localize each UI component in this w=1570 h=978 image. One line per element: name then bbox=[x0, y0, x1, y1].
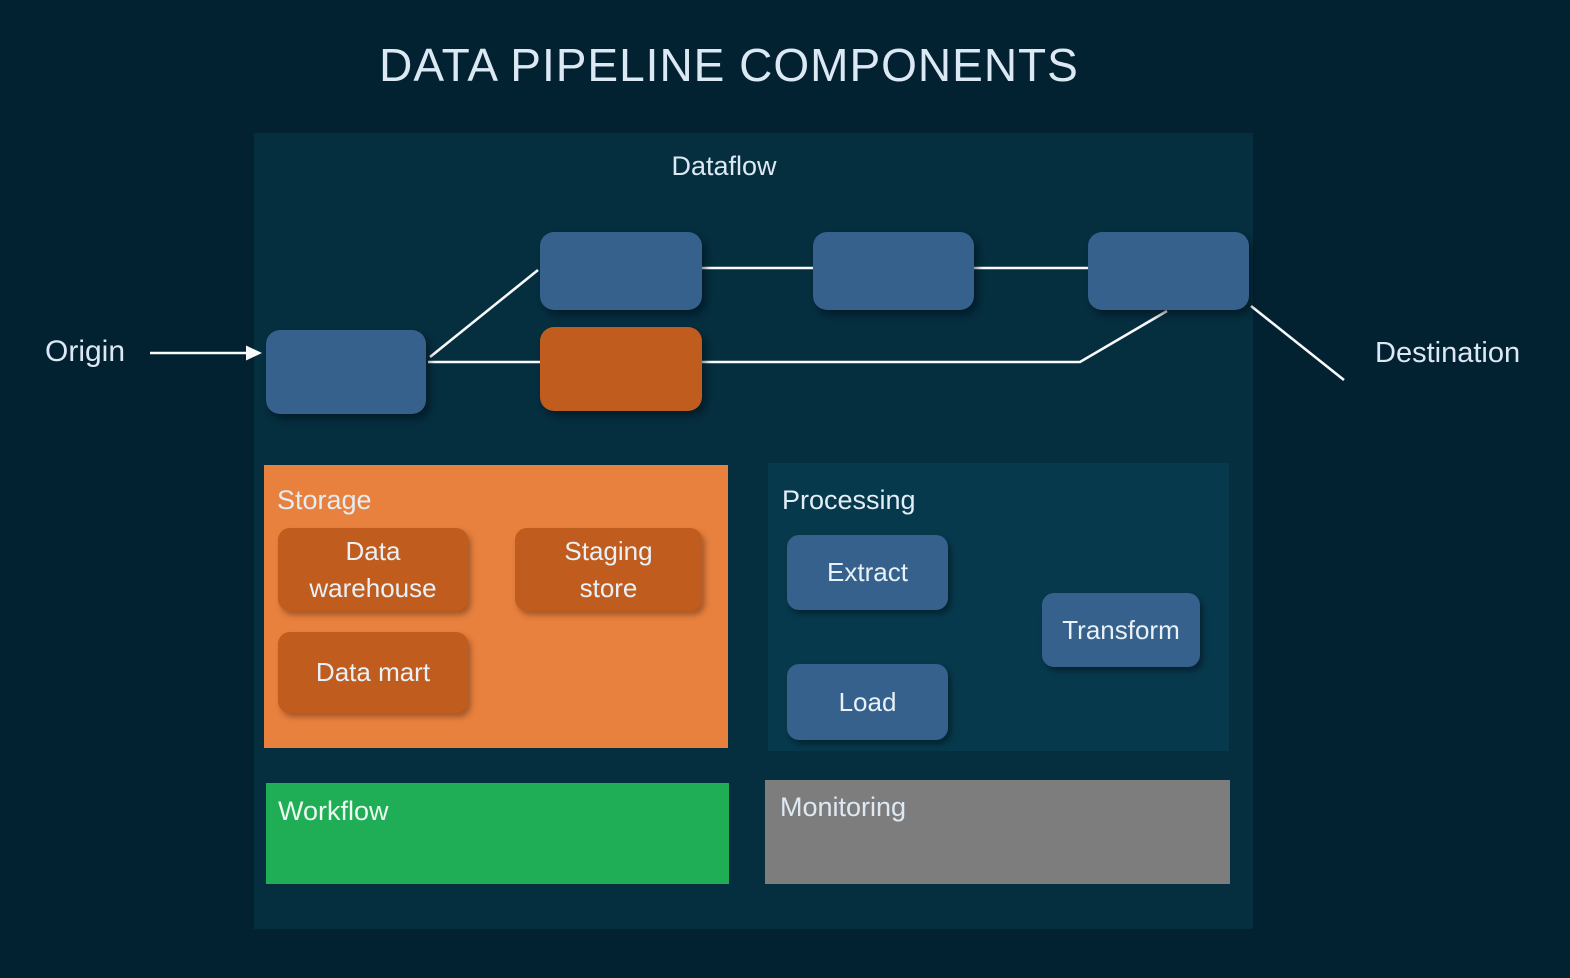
processing-group-title: Processing bbox=[782, 485, 916, 515]
destination-label: Destination bbox=[1375, 337, 1521, 369]
page-title: DATA PIPELINE COMPONENTS bbox=[379, 39, 1079, 91]
data-warehouse-node[interactable]: Data warehouse bbox=[278, 528, 468, 611]
data-warehouse-label: Data warehouse bbox=[309, 536, 437, 603]
flow-node-staging[interactable] bbox=[540, 327, 702, 411]
flow-node-2[interactable] bbox=[813, 232, 974, 310]
workflow-group[interactable]: Workflow bbox=[266, 783, 729, 884]
staging-store-node[interactable]: Staging store bbox=[515, 528, 702, 611]
extract-node[interactable]: Extract bbox=[787, 535, 948, 610]
transform-label: Transform bbox=[1062, 614, 1180, 645]
processing-group[interactable]: Processing Extract Transform Load bbox=[768, 463, 1229, 751]
load-label: Load bbox=[838, 686, 897, 717]
workflow-group-title: Workflow bbox=[278, 796, 389, 826]
monitoring-group-title: Monitoring bbox=[780, 792, 907, 822]
origin-label: Origin bbox=[45, 335, 126, 368]
storage-group-title: Storage bbox=[277, 485, 372, 515]
staging-store-label: Staging store bbox=[564, 536, 653, 603]
data-mart-label: Data mart bbox=[315, 657, 431, 688]
load-node[interactable]: Load bbox=[787, 664, 948, 740]
monitoring-group[interactable]: Monitoring bbox=[765, 780, 1230, 884]
connector-flow3-to-destination bbox=[1250, 304, 1345, 382]
storage-group[interactable]: Storage Data warehouse Staging store Dat… bbox=[264, 465, 728, 748]
extract-label: Extract bbox=[827, 557, 908, 588]
dataflow-panel-title: Dataflow bbox=[671, 151, 777, 181]
data-mart-node[interactable]: Data mart bbox=[278, 632, 468, 713]
flow-node-1[interactable] bbox=[540, 232, 702, 310]
flow-node-3[interactable] bbox=[1088, 232, 1249, 310]
flow-node-origin[interactable] bbox=[266, 330, 426, 414]
transform-node[interactable]: Transform bbox=[1042, 593, 1200, 667]
